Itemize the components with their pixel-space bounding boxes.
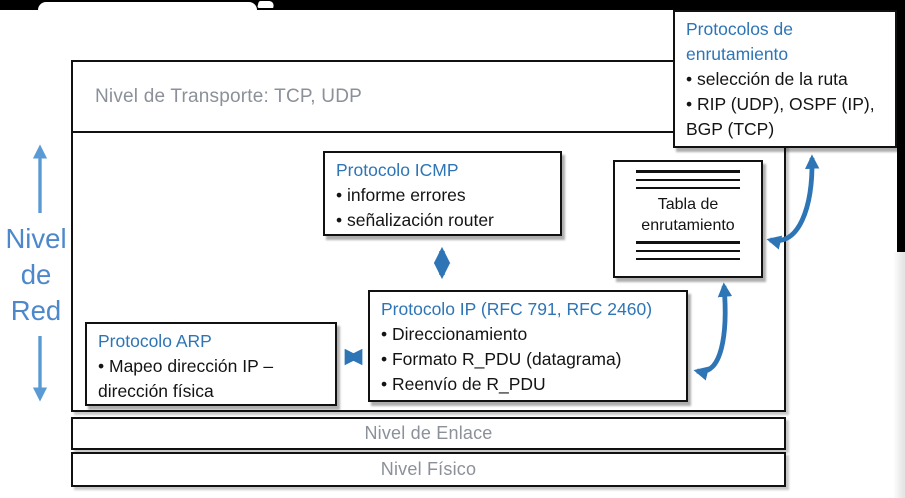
top-rounded-notch	[38, 2, 257, 11]
top-small-notch	[257, 1, 275, 8]
routing-table-lines-top-icon	[636, 170, 740, 189]
routing-table-lines-bottom-icon	[636, 241, 740, 260]
ip-bullet: • Reenvío de R_PDU	[381, 374, 546, 394]
icmp-bullet: • informe errores	[336, 185, 466, 205]
network-label-line: de	[20, 259, 52, 290]
ip-bullet: • Formato R_PDU (datagrama)	[381, 349, 622, 369]
right-black-bar	[897, 0, 905, 252]
routing-protocols-bullet: BGP (TCP)	[686, 119, 775, 139]
icmp-protocol-box: Protocolo ICMP • informe errores • señal…	[323, 151, 562, 236]
arp-bullet: • Mapeo dirección IP –	[98, 356, 274, 376]
network-layer-label: Nivel de Red	[0, 221, 72, 329]
routing-table-label: Tabla de enrutamiento	[641, 196, 735, 234]
arp-box-title: Protocolo ARP	[98, 331, 212, 351]
arp-protocol-box: Protocolo ARP • Mapeo dirección IP – dir…	[85, 322, 337, 406]
routing-protocols-bullet: • RIP (UDP), OSPF (IP),	[686, 94, 875, 114]
ip-bullet: • Direccionamiento	[381, 324, 528, 344]
routing-protocols-title: enrutamiento	[686, 44, 789, 64]
link-layer-bar: Nivel de Enlace	[71, 417, 786, 450]
icmp-bullet: • señalización router	[336, 210, 494, 230]
transport-layer-row: Nivel de Transporte: TCP, UDP	[73, 62, 784, 133]
right-edge-shadow	[893, 252, 905, 498]
physical-layer-label: Nivel Físico	[380, 459, 477, 479]
arp-bullet: dirección física	[98, 381, 214, 401]
ip-protocol-box: Protocolo IP (RFC 791, RFC 2460) • Direc…	[368, 290, 688, 402]
ip-box-title: Protocolo IP (RFC 791, RFC 2460)	[381, 299, 653, 319]
top-black-bar	[0, 0, 905, 10]
icmp-box-title: Protocolo ICMP	[336, 160, 459, 180]
link-layer-label: Nivel de Enlace	[364, 423, 493, 443]
transport-layer-label: Nivel de Transporte: TCP, UDP	[95, 85, 362, 107]
network-label-line: Nivel	[5, 223, 67, 254]
network-label-line: Red	[10, 295, 62, 326]
routing-protocols-box: Protocolos de enrutamiento • selección d…	[673, 10, 897, 148]
routing-protocols-title: Protocolos de	[686, 19, 794, 39]
routing-protocols-bullet: • selección de la ruta	[686, 69, 848, 89]
routing-table-box: Tabla de enrutamiento	[613, 160, 763, 278]
physical-layer-bar: Nivel Físico	[71, 452, 786, 487]
